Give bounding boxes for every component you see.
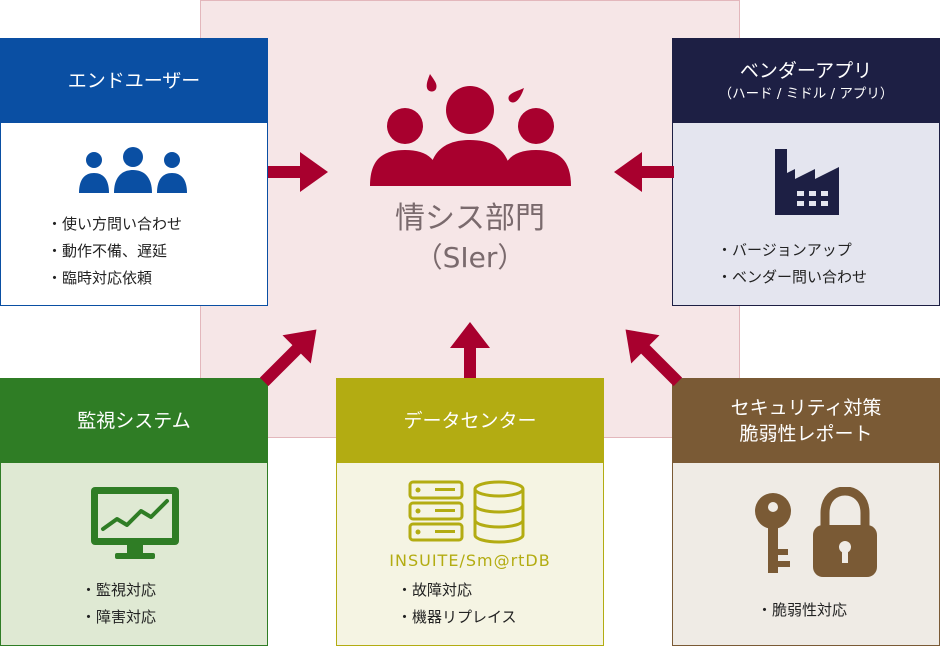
security-title-line1: セキュリティ対策: [730, 397, 882, 419]
vendor-subtitle: （ハード / ミドル / アプリ）: [718, 86, 894, 102]
arrow-up-icon: [450, 322, 490, 378]
datacenter-box: データセンター INSUITE/Sm@rtDB ・故障対応 ・機器リプレイス: [336, 378, 604, 646]
monitoring-items: ・監視対応 ・障害対応: [81, 577, 156, 631]
datacenter-title: データセンター: [403, 410, 537, 432]
factory-icon: [775, 149, 839, 215]
users-icon: [79, 147, 187, 193]
end-user-title: エンドユーザー: [67, 70, 201, 92]
list-item: ・動作不備、遅延: [47, 242, 168, 260]
security-header: セキュリティ対策 脆弱性レポート: [673, 379, 939, 463]
list-item: ・バージョンアップ: [717, 241, 852, 259]
end-user-header: エンドユーザー: [1, 39, 267, 123]
vendor-title: ベンダーアプリ: [739, 60, 873, 82]
vendor-header: ベンダーアプリ （ハード / ミドル / アプリ）: [673, 39, 939, 123]
monitoring-title: 監視システム: [77, 410, 191, 432]
list-item: ・使い方問い合わせ: [47, 215, 183, 233]
people-group-icon: [370, 74, 571, 186]
security-box: セキュリティ対策 脆弱性レポート ・脆弱性対応: [672, 378, 940, 646]
security-items: ・脆弱性対応: [757, 597, 847, 624]
list-item: ・監視対応: [81, 581, 157, 599]
security-title-line2: 脆弱性レポート: [739, 423, 873, 445]
center-subtitle: （SIer）: [414, 241, 526, 274]
list-item: ・障害対応: [81, 608, 157, 626]
datacenter-items: ・故障対応 ・機器リプレイス: [397, 577, 517, 631]
arrow-up-left-icon: [625, 329, 683, 387]
center-title: 情シス部門: [395, 201, 545, 236]
monitoring-box: 監視システム ・監視対応 ・障害対応: [0, 378, 268, 646]
list-item: ・臨時対応依頼: [47, 269, 153, 287]
list-item: ・ベンダー問い合わせ: [717, 268, 868, 286]
padlock-icon: [813, 487, 877, 577]
vendor-box: ベンダーアプリ （ハード / ミドル / アプリ） ・バージョンアップ ・ベンダ…: [672, 38, 940, 306]
server-database-icon: [408, 480, 525, 544]
vendor-items: ・バージョンアップ ・ベンダー問い合わせ: [717, 237, 867, 291]
arrow-up-right-icon: [259, 329, 317, 387]
end-user-items: ・使い方問い合わせ ・動作不備、遅延 ・臨時対応依頼: [47, 211, 182, 292]
list-item: ・脆弱性対応: [757, 601, 848, 619]
list-item: ・機器リプレイス: [397, 608, 517, 626]
monitoring-header: 監視システム: [1, 379, 267, 463]
monitor-chart-icon: [91, 487, 179, 559]
arrow-left-icon: [614, 152, 674, 192]
key-icon: [755, 493, 791, 573]
end-user-box: エンドユーザー ・使い方問い合わせ ・動作不備、遅延 ・臨時対応依頼: [0, 38, 268, 306]
arrow-right-icon: [268, 152, 328, 192]
datacenter-header: データセンター: [337, 379, 603, 463]
list-item: ・故障対応: [397, 581, 473, 599]
datacenter-product: INSUITE/Sm@rtDB: [389, 551, 551, 570]
